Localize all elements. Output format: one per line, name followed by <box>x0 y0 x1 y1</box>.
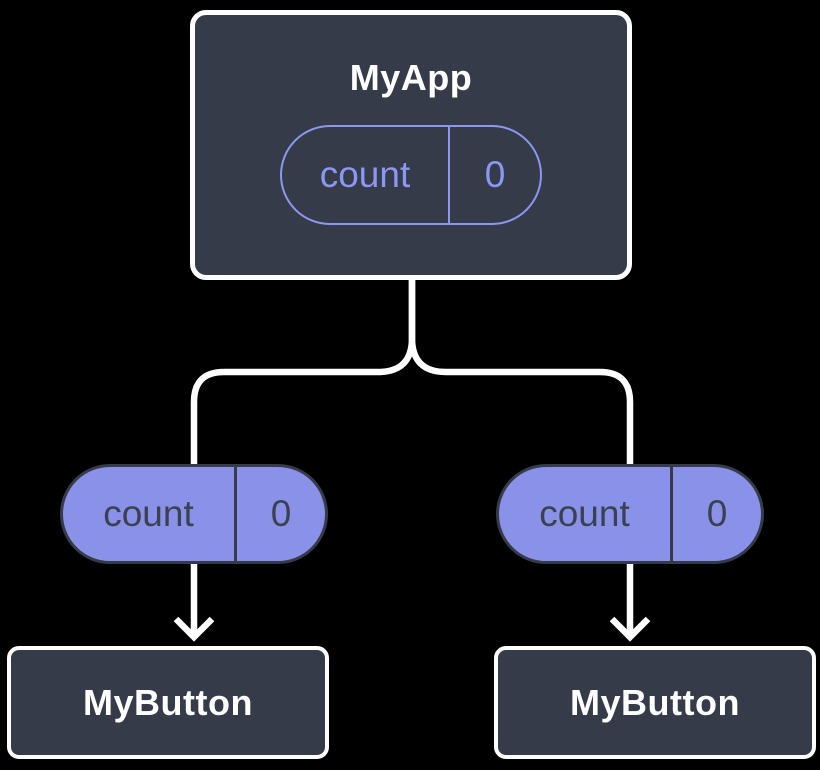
prop-name: count <box>539 493 630 534</box>
pill-divider <box>234 467 237 561</box>
prop-name: count <box>103 493 194 534</box>
pill-divider <box>670 467 673 561</box>
tree-branch-right-line <box>408 276 634 464</box>
arrow-down-icon <box>609 616 651 642</box>
myapp-component-card: MyApp count 0 <box>190 10 632 280</box>
prop-pill-left: count 0 <box>60 464 328 564</box>
component-title: MyButton <box>83 681 253 723</box>
component-title: MyButton <box>570 681 740 723</box>
state-pill: count 0 <box>280 125 542 225</box>
mybutton-component-card-left: MyButton <box>7 646 329 759</box>
arrow-down-icon <box>173 616 215 642</box>
state-name: count <box>319 154 411 195</box>
prop-value: 0 <box>706 493 728 534</box>
tree-branch-left-line <box>190 276 416 464</box>
mybutton-component-card-right: MyButton <box>494 646 816 759</box>
state-value: 0 <box>484 154 506 195</box>
prop-value: 0 <box>270 493 292 534</box>
component-title: MyApp <box>349 57 473 98</box>
pill-divider <box>448 127 450 223</box>
prop-pill-right: count 0 <box>496 464 764 564</box>
